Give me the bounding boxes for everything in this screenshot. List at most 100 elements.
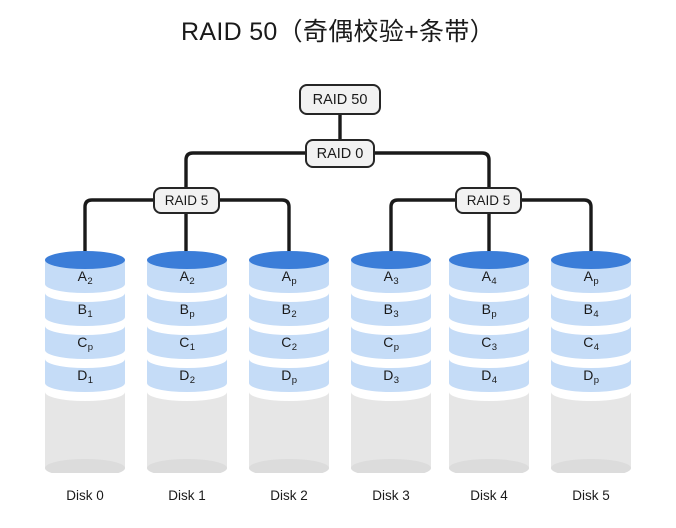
disk-5-block-2-data: C4 bbox=[551, 326, 631, 359]
block-subscript: p bbox=[291, 275, 297, 287]
disk-2-block-1-data: B2 bbox=[249, 293, 329, 326]
node-raid-50-label: RAID 50 bbox=[312, 91, 368, 108]
disk-4-block-3-data: D4 bbox=[449, 359, 529, 392]
disk-4-block-2-data: C3 bbox=[449, 326, 529, 359]
block-subscript: 4 bbox=[593, 341, 599, 353]
block-subscript: p bbox=[593, 374, 599, 386]
node-raid-5-left[interactable]: RAID 5 bbox=[153, 187, 220, 214]
block-subscript: p bbox=[491, 308, 497, 320]
disk-5-block-0-parity: Ap bbox=[551, 260, 631, 293]
edge-stripe-to-group-right bbox=[373, 151, 491, 189]
disk-4-label: Disk 4 bbox=[470, 488, 508, 503]
block-subscript: p bbox=[189, 308, 195, 320]
block-subscript: 1 bbox=[87, 308, 93, 320]
disk-2-block-0-parity: Ap bbox=[249, 260, 329, 293]
block-subscript: p bbox=[593, 275, 599, 287]
node-raid-50[interactable]: RAID 50 bbox=[299, 84, 381, 115]
block-subscript: 1 bbox=[189, 341, 195, 353]
block-subscript: p bbox=[87, 341, 93, 353]
disk-3-block-3-data: D3 bbox=[351, 359, 431, 392]
edge-stripe-to-group-left bbox=[184, 151, 307, 189]
block-subscript: 3 bbox=[491, 341, 497, 353]
block-label: Bp bbox=[481, 301, 497, 320]
disk-2-block-2-data: C2 bbox=[249, 326, 329, 359]
disk-5-label: Disk 5 bbox=[572, 488, 610, 503]
node-raid-0-label: RAID 0 bbox=[316, 145, 364, 162]
disk-1-block-0-data: A2 bbox=[147, 260, 227, 293]
disk-2-label: Disk 2 bbox=[270, 488, 308, 503]
block-label: A3 bbox=[383, 268, 399, 287]
disk-1-block-3-data: D2 bbox=[147, 359, 227, 392]
disk-3-block-1-data: B3 bbox=[351, 293, 431, 326]
block-label: A2 bbox=[77, 268, 93, 287]
disk-0-block-1-data: B1 bbox=[45, 293, 125, 326]
block-subscript: p bbox=[393, 341, 399, 353]
block-subscript: p bbox=[291, 374, 297, 386]
block-label: Cp bbox=[383, 334, 399, 353]
block-label: Dp bbox=[583, 367, 599, 386]
block-label: A2 bbox=[179, 268, 195, 287]
disk-5-block-1-data: B4 bbox=[551, 293, 631, 326]
block-label: B2 bbox=[281, 301, 297, 320]
block-label: Ap bbox=[281, 268, 297, 287]
disk-3-label: Disk 3 bbox=[372, 488, 410, 503]
block-subscript: 2 bbox=[87, 275, 93, 287]
disk-3-block-2-parity: Cp bbox=[351, 326, 431, 359]
block-label: C1 bbox=[179, 334, 195, 353]
disk-1-block-1-parity: Bp bbox=[147, 293, 227, 326]
block-subscript: 3 bbox=[393, 374, 399, 386]
block-subscript: 2 bbox=[291, 308, 297, 320]
disk-3-block-0-data: A3 bbox=[351, 260, 431, 293]
disk-0-block-2-parity: Cp bbox=[45, 326, 125, 359]
node-raid-0[interactable]: RAID 0 bbox=[305, 139, 375, 168]
block-subscript: 2 bbox=[189, 374, 195, 386]
block-label: C4 bbox=[583, 334, 599, 353]
block-label: A4 bbox=[481, 268, 497, 287]
block-label: C3 bbox=[481, 334, 497, 353]
block-label: D3 bbox=[383, 367, 399, 386]
block-label: D1 bbox=[77, 367, 93, 386]
block-subscript: 4 bbox=[491, 275, 497, 287]
block-label: Bp bbox=[179, 301, 195, 320]
node-raid-5-right[interactable]: RAID 5 bbox=[455, 187, 522, 214]
block-label: D2 bbox=[179, 367, 195, 386]
disk-0-block-3-data: D1 bbox=[45, 359, 125, 392]
disk-1-block-2-data: C1 bbox=[147, 326, 227, 359]
disk-5-block-3-parity: Dp bbox=[551, 359, 631, 392]
block-label: B4 bbox=[583, 301, 599, 320]
block-subscript: 1 bbox=[87, 374, 93, 386]
block-subscript: 2 bbox=[189, 275, 195, 287]
diagram-title: RAID 50（奇偶校验+条带） bbox=[181, 18, 495, 46]
disk-4-block-1-parity: Bp bbox=[449, 293, 529, 326]
block-label: Cp bbox=[77, 334, 93, 353]
block-subscript: 2 bbox=[291, 341, 297, 353]
block-subscript: 4 bbox=[593, 308, 599, 320]
block-subscript: 3 bbox=[393, 308, 399, 320]
block-label: Dp bbox=[281, 367, 297, 386]
block-label: B1 bbox=[77, 301, 93, 320]
block-label: D4 bbox=[481, 367, 497, 386]
disk-4-block-0-data: A4 bbox=[449, 260, 529, 293]
block-subscript: 3 bbox=[393, 275, 399, 287]
disk-0-block-0-data: A2 bbox=[45, 260, 125, 293]
block-label: B3 bbox=[383, 301, 399, 320]
node-raid-5-left-label: RAID 5 bbox=[164, 193, 209, 208]
node-raid-5-right-label: RAID 5 bbox=[466, 193, 511, 208]
disk-1-label: Disk 1 bbox=[168, 488, 206, 503]
disk-0-label: Disk 0 bbox=[66, 488, 104, 503]
disk-2-block-3-parity: Dp bbox=[249, 359, 329, 392]
block-label: C2 bbox=[281, 334, 297, 353]
